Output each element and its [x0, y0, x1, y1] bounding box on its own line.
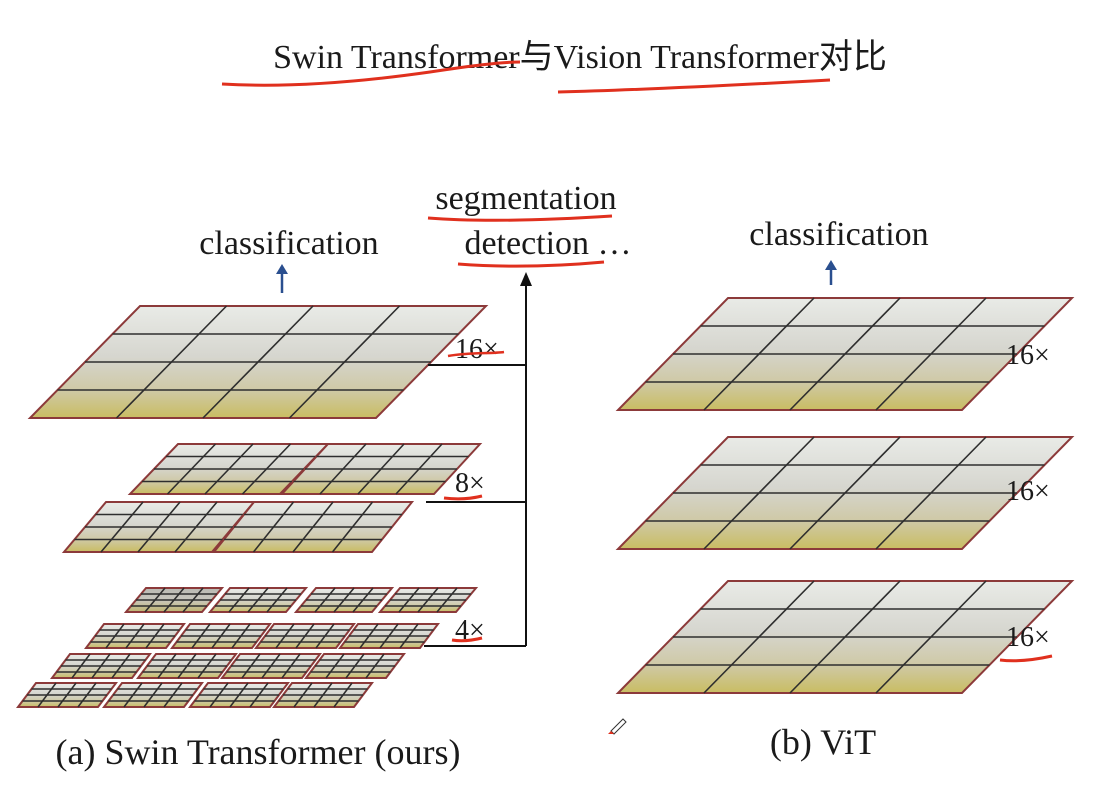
left-scale-8x: 8×	[455, 468, 485, 499]
swin-4x-window	[306, 654, 404, 678]
right-classification-label: classification	[749, 216, 928, 253]
swin-4x-window	[380, 588, 476, 612]
left-classification-label: classification	[199, 225, 378, 262]
swin-4x-window	[256, 624, 354, 648]
vit-layer-mid	[618, 437, 1072, 549]
vit-layer-top	[618, 298, 1072, 410]
vit-layers	[618, 298, 1072, 693]
segmentation-label: segmentation	[435, 180, 616, 217]
left-scale-16x: 16×	[455, 334, 499, 365]
right-scale-top: 16×	[1006, 340, 1050, 371]
pen-cursor-icon	[608, 719, 626, 734]
swin-4x-window	[138, 654, 236, 678]
vit-layer-bottom	[618, 581, 1072, 693]
swin-4x-window	[222, 654, 320, 678]
swin-4x-window	[18, 683, 116, 707]
title-underline-2	[558, 80, 830, 92]
swin-4x-window	[190, 683, 288, 707]
swin-4x-window	[210, 588, 306, 612]
page-title: Swin Transformer与Vision Transformer对比	[273, 38, 887, 76]
right-scale-bottom-underline	[1000, 656, 1052, 661]
swin-4x-window	[274, 683, 372, 707]
right-scale-bottom: 16×	[1006, 622, 1050, 653]
swin-4x-window	[104, 683, 202, 707]
detection-underline	[458, 262, 604, 266]
right-scale-mid: 16×	[1006, 476, 1050, 507]
swin-4x-window	[86, 624, 184, 648]
detection-label: detection …	[464, 225, 631, 262]
swin-4x-window	[52, 654, 150, 678]
left-caption: (a) Swin Transformer (ours)	[56, 732, 461, 772]
swin-16x-window	[30, 306, 486, 418]
right-caption: (b) ViT	[770, 722, 876, 762]
swin-hierarchy	[18, 306, 486, 707]
swin-4x-window	[126, 588, 222, 612]
swin-4x-window	[296, 588, 392, 612]
swin-4x-window	[340, 624, 438, 648]
swin-4x-window	[172, 624, 270, 648]
connector-arrowhead	[520, 272, 532, 286]
